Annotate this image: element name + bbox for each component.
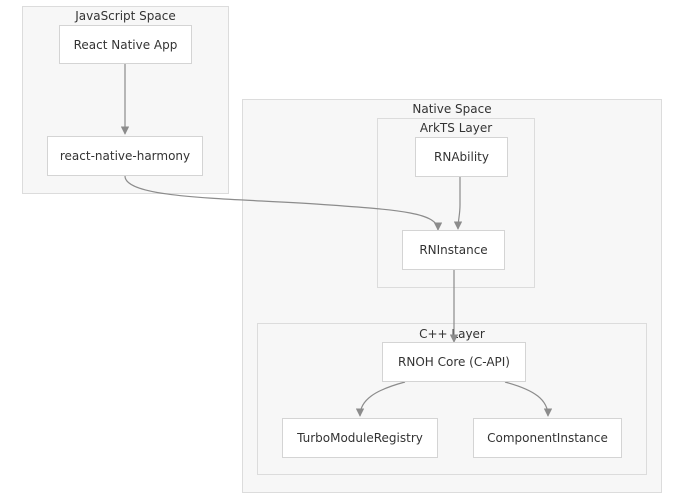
node-rninstance: RNInstance xyxy=(402,230,505,270)
cluster-label-native-space: Native Space xyxy=(412,102,492,116)
node-turbo-module-registry: TurboModuleRegistry xyxy=(282,418,438,458)
node-rnability: RNAbility xyxy=(415,137,508,177)
cluster-label-cpp-layer: C++ Layer xyxy=(419,327,485,341)
node-react-native-harmony: react-native-harmony xyxy=(47,136,203,176)
node-rnoh-core: RNOH Core (C-API) xyxy=(382,342,526,382)
node-component-instance: ComponentInstance xyxy=(473,418,622,458)
cluster-label-arkts-layer: ArkTS Layer xyxy=(419,121,493,135)
cluster-label-javascript-space: JavaScript Space xyxy=(75,9,176,23)
node-react-native-app: React Native App xyxy=(59,25,192,64)
